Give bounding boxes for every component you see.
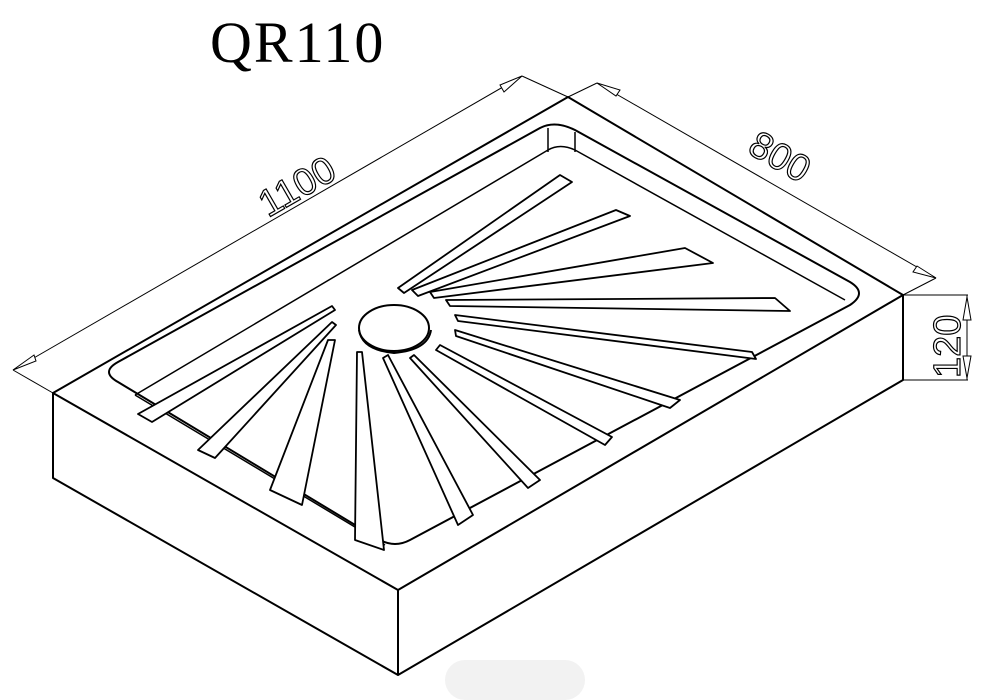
tray-outline [52, 96, 904, 676]
drain-icon [358, 304, 432, 355]
width-dimension-label: 800 [742, 123, 818, 191]
length-dimension-label: 1100 [252, 149, 344, 226]
drawing-title: QR110 [210, 10, 386, 75]
drain-ribs [137, 174, 791, 551]
dimension-lines [12, 75, 972, 394]
scroll-handle [445, 660, 585, 700]
shower-tray-drawing: 1100 800 120 [12, 75, 972, 676]
height-dimension-label: 120 [927, 315, 969, 378]
